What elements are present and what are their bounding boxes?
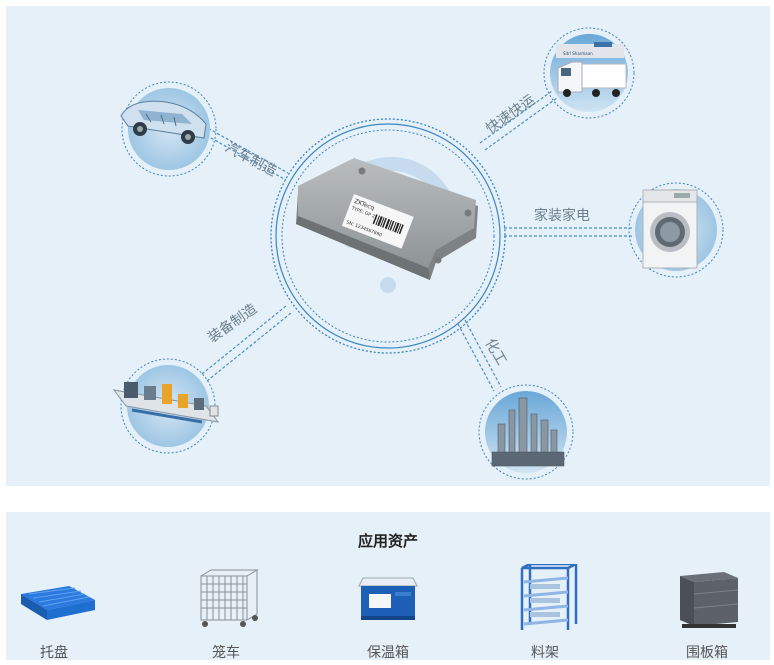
refinery-icon	[491, 397, 565, 467]
node-automotive	[120, 81, 217, 177]
asset-label: 围板箱	[686, 645, 728, 661]
truck-icon: Sitrl Sharmaan	[556, 42, 627, 97]
cooler-box-icon	[358, 577, 418, 620]
material-rack-icon	[520, 562, 578, 630]
car-icon	[120, 100, 207, 144]
asset-pallet: 托盘	[0, 564, 109, 662]
asset-collar-box: 围板箱	[652, 564, 762, 662]
cage-cart-icon	[200, 569, 259, 627]
asset-cooler-box: 保温箱	[333, 564, 443, 662]
asset-material-rack: 料架	[490, 562, 600, 662]
truck-sign-text: Sitrl Sharmaan	[563, 51, 593, 56]
washing-machine-icon	[642, 189, 698, 269]
collar-box-icon	[680, 572, 739, 628]
node-appliances	[628, 182, 724, 278]
factory-line-icon	[112, 382, 220, 424]
asset-cage-cart: 笼车	[171, 564, 281, 662]
assets-panel: 应用资产 托盘 笼车	[6, 512, 770, 662]
asset-label: 料架	[531, 645, 559, 661]
asset-label: 托盘	[40, 645, 68, 661]
asset-label: 保温箱	[367, 645, 409, 661]
pallet-icon	[21, 586, 95, 620]
node-logistics: Sitrl Sharmaan	[543, 27, 635, 119]
connector-lines	[201, 90, 632, 392]
label-appliances: 家装家电	[534, 207, 590, 224]
label-chemical: 化工	[482, 336, 510, 368]
asset-label: 笼车	[212, 645, 240, 661]
assets-title: 应用资产	[357, 532, 418, 550]
industry-diagram: ZKTecq TYPE: GP 21 SN: 1234567890	[112, 27, 724, 480]
label-automotive: 汽车制造	[222, 139, 279, 180]
node-chemical	[478, 384, 574, 480]
industries-panel: ZKTecq TYPE: GP 21 SN: 1234567890	[6, 6, 770, 486]
center-rings	[270, 118, 506, 354]
label-logistics: 快速快运	[483, 92, 538, 137]
label-equipment: 装备制造	[205, 300, 261, 346]
node-equipment	[112, 358, 220, 454]
tracker-device: ZKTecq TYPE: GP 21 SN: 1234567890	[296, 158, 478, 280]
